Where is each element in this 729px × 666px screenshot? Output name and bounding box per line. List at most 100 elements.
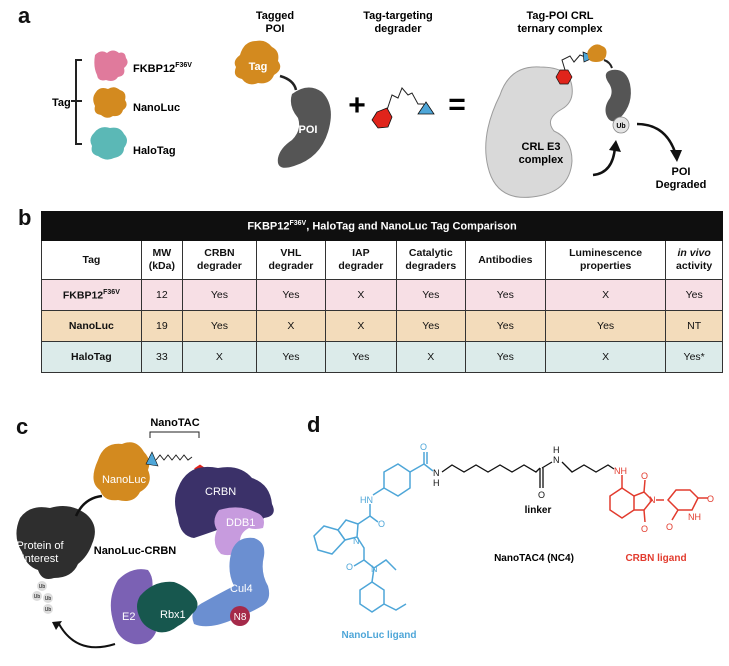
degrader-molecule-icon	[371, 87, 435, 129]
rbx1-label: Rbx1	[160, 609, 186, 621]
crl-label-1: CRL E3	[522, 141, 561, 153]
degrader-title-2: degrader	[374, 23, 422, 35]
header-antibodies: Antibodies	[464, 240, 546, 280]
tag-comparison-table: FKBP12F36V, HaloTag and NanoLuc Tag Comp…	[41, 211, 723, 373]
cell: Yes	[255, 279, 326, 311]
svg-text:O: O	[666, 522, 673, 532]
crl-label-2: complex	[519, 154, 565, 166]
cell: NT	[665, 310, 723, 342]
cell: Yes	[665, 279, 723, 311]
svg-text:O: O	[538, 490, 545, 500]
svg-text:O: O	[641, 471, 648, 481]
svg-text:H: H	[553, 445, 560, 455]
cell: Yes	[181, 279, 257, 311]
svg-text:NH: NH	[688, 512, 701, 522]
cell: 12	[140, 279, 183, 311]
cell: Yes	[464, 310, 546, 342]
cell: Yes	[464, 341, 546, 373]
ub-transfer-arrow-icon	[58, 623, 116, 649]
crbn-label: CRBN	[205, 486, 236, 498]
degrader-title-1: Tag-targeting	[363, 10, 432, 22]
svg-text:Ub: Ub	[34, 594, 41, 600]
svg-text:H: H	[433, 478, 440, 488]
svg-text:Ub: Ub	[39, 584, 46, 590]
n8-label: N8	[234, 612, 247, 623]
cell: Yes	[395, 310, 466, 342]
cell: 19	[140, 310, 183, 342]
poi-label-2: Interest	[22, 553, 59, 565]
svg-text:N: N	[353, 536, 360, 546]
tag-bracket-label: Tag	[52, 97, 71, 109]
ubiquitin-chain: Ub Ub Ub Ub	[32, 581, 53, 614]
table-title: FKBP12F36V, HaloTag and NanoLuc Tag Comp…	[41, 211, 723, 241]
ternary-tag-icon	[587, 44, 607, 62]
nanoluc-ligand-label: NanoLuc ligand	[342, 630, 417, 641]
nanotac-label: NanoTAC	[150, 417, 199, 429]
equals-sign: =	[448, 88, 466, 121]
row-tag-name: NanoLuc	[41, 310, 142, 342]
cell: X	[255, 310, 326, 342]
tagged-poi-title-2: POI	[266, 23, 285, 35]
header-mw: MW(kDa)	[140, 240, 183, 280]
ub-transfer-arrowhead	[52, 621, 62, 630]
tagged-poi-tag-icon	[234, 40, 281, 85]
tagged-poi-title-1: Tagged	[256, 10, 294, 22]
nanoluc-crbn-label: NanoLuc-CRBN	[94, 545, 177, 557]
tag-linker	[279, 74, 298, 91]
nanotac-bracket	[149, 431, 200, 438]
plus-sign: +	[348, 89, 366, 122]
ternary-title-2: ternary complex	[518, 23, 604, 35]
cell: Yes*	[665, 341, 723, 373]
poi-label: POI	[299, 124, 318, 136]
nanotac-linker-zigzag	[155, 454, 193, 461]
ub-label: Ub	[616, 123, 625, 130]
cell: X	[181, 341, 257, 373]
degraded-label-1: POI	[672, 166, 691, 178]
svg-text:Ub: Ub	[45, 607, 52, 613]
cell: Yes	[464, 279, 546, 311]
halotag-protein-icon	[90, 127, 127, 160]
svg-text:N: N	[433, 468, 440, 478]
panel-c-diagram: NanoTAC Protein of Interest NanoLuc CRBN…	[16, 417, 274, 649]
halotag-label: HaloTag	[133, 145, 176, 157]
svg-text:NH: NH	[614, 466, 627, 476]
nanoluc-protein-icon	[93, 87, 127, 118]
table-row: FKBP12F36V 12 Yes Yes X Yes Yes X Yes	[41, 279, 723, 311]
svg-text:N: N	[371, 564, 378, 574]
poi-shape-icon	[277, 87, 331, 168]
compound-label: NanoTAC4 (NC4)	[494, 553, 574, 564]
svg-text:HN: HN	[360, 495, 373, 505]
panel-a-diagram: Tag FKBP12F36V NanoLuc HaloTag Tagged PO…	[52, 10, 706, 198]
header-tag: Tag	[41, 240, 142, 280]
cell: Yes	[181, 310, 257, 342]
fkbp12-protein-icon	[94, 50, 128, 81]
ubiquitination-arrowhead	[609, 140, 621, 152]
row-tag-name: FKBP12F36V	[41, 279, 142, 311]
ternary-linker	[603, 59, 613, 69]
svg-text:O: O	[707, 494, 714, 504]
svg-text:N: N	[649, 495, 656, 505]
table-row: NanoLuc 19 Yes X X Yes Yes Yes NT	[41, 310, 723, 342]
crbn-ligand-structure	[609, 475, 708, 523]
cul4-protein-shape	[192, 537, 270, 627]
cell: X	[395, 341, 466, 373]
nanoluc-ligand-atoms: O HN O N O N	[346, 442, 427, 574]
n8-protein-shape	[230, 606, 250, 626]
nanoluc-ligand-structure	[313, 452, 434, 613]
ternary-degrader-icon	[555, 51, 596, 85]
crbn-ligand-atoms: NH O N O O NH O	[614, 466, 714, 534]
cell: Yes	[544, 310, 667, 342]
linker-label: linker	[525, 505, 552, 516]
tagged-poi-tag-label: Tag	[249, 61, 268, 73]
ddb1-label: DDB1	[226, 517, 255, 529]
cell: X	[324, 310, 397, 342]
linker-structure	[441, 461, 615, 488]
ternary-poi-shape	[605, 69, 631, 122]
rbx1-protein-shape	[137, 581, 198, 633]
